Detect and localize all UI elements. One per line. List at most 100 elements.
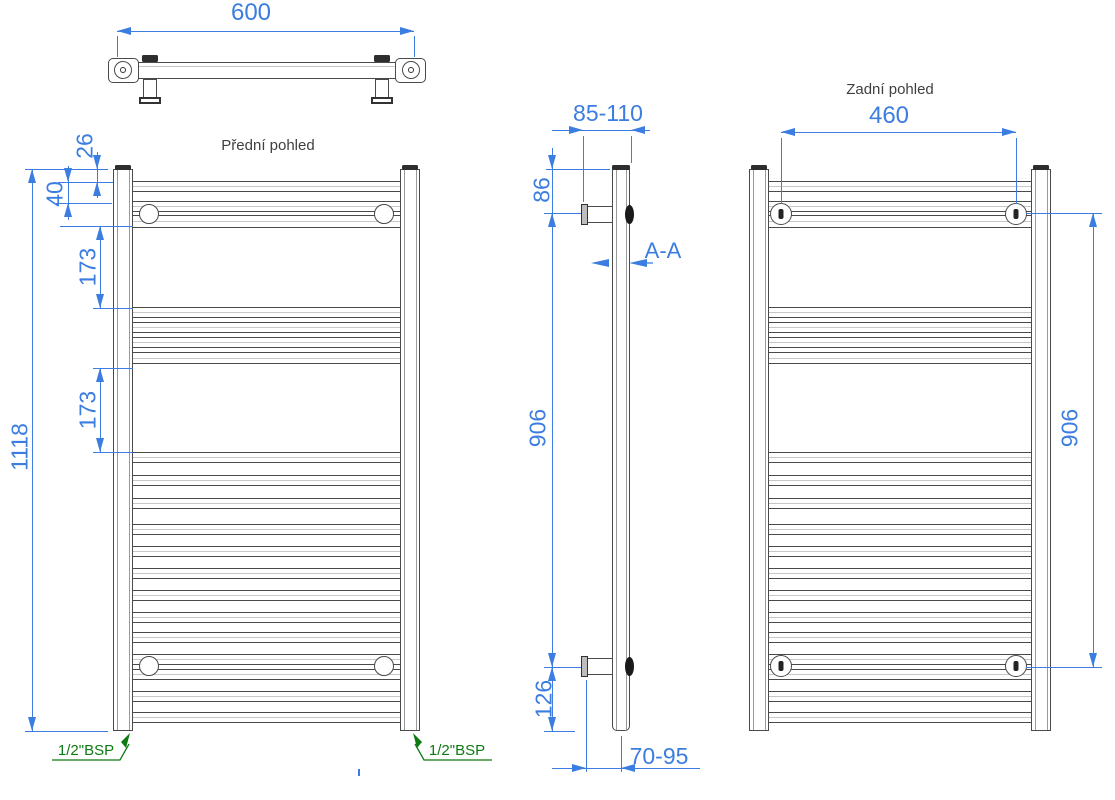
bracket-screw (1013, 209, 1019, 219)
tube-rung (132, 669, 401, 680)
arrowhead (96, 368, 104, 382)
tube-rung (132, 452, 401, 463)
extension-line (586, 680, 587, 772)
top-view-foot-left (139, 97, 161, 104)
dim-front-upper-gap: 40 (41, 181, 68, 207)
connection-label-right: 1/2"BSP (428, 742, 486, 759)
wall-bracket-bottom (585, 658, 613, 675)
tube-rung (768, 546, 1032, 557)
tube-rung (768, 654, 1032, 665)
bracket-circle (374, 204, 394, 224)
arrowhead (28, 717, 36, 731)
wall-plate-top (581, 204, 588, 225)
dim-rear-bracket-spacing-h: 460 (868, 102, 910, 129)
tube-rung (768, 568, 1032, 579)
dim-side-bracket-to-bottom: 126 (530, 679, 557, 719)
tube-rung (132, 612, 401, 623)
extension-line (93, 308, 133, 309)
tube-rung (768, 669, 1032, 680)
bracket-screw (778, 209, 784, 219)
tube-rung (132, 201, 401, 212)
tube-rung (768, 691, 1032, 702)
dim-side-top-to-bracket: 86 (528, 177, 555, 203)
tube-rung (132, 498, 401, 509)
tube-rung (132, 712, 401, 723)
arrowhead (96, 226, 104, 240)
tube-rung (768, 307, 1032, 318)
top-view-stub-right (374, 55, 390, 62)
top-view-leg-right (375, 79, 389, 99)
tube-section-bottom (625, 657, 634, 676)
vertical-column (113, 169, 133, 731)
tube-rung (132, 307, 401, 318)
tube-rung (768, 612, 1032, 623)
dimension-line (32, 169, 33, 731)
arrowhead (548, 653, 556, 667)
top-view-foot-right (371, 97, 393, 104)
vertical-column (400, 169, 420, 731)
dimension-line (552, 148, 553, 731)
top-view-bar-highlight (139, 66, 395, 67)
tube-rung (768, 215, 1032, 228)
arrowhead (1089, 653, 1097, 667)
bracket-screw (1013, 661, 1019, 671)
tube-rung (768, 632, 1032, 643)
arrowhead (631, 126, 645, 134)
column-cap (1033, 165, 1049, 170)
tube-rung (132, 181, 401, 192)
bracket-circle (139, 204, 159, 224)
bracket-screw (778, 661, 784, 671)
extension-line (58, 182, 113, 183)
tube-rung (768, 498, 1032, 509)
dim-top-width: 600 (230, 0, 272, 26)
extension-line (1026, 213, 1102, 214)
top-view-bar (137, 62, 397, 79)
arrowhead (1089, 213, 1097, 227)
extension-line (1016, 138, 1017, 204)
dimension-line (781, 132, 1016, 133)
arrowhead (548, 155, 556, 169)
vertical-column (749, 169, 769, 731)
extension-line (544, 731, 575, 732)
extension-line (546, 169, 610, 170)
dimension-line (552, 130, 650, 131)
dimension-line (97, 152, 98, 198)
tube-rung (768, 524, 1032, 535)
arrowhead (569, 126, 583, 134)
top-view-stub-left (142, 55, 158, 62)
column-cap (751, 165, 767, 170)
side-column (612, 169, 630, 731)
dim-rear-bracket-spacing-v: 906 (1056, 408, 1083, 448)
bracket-circle (374, 656, 394, 676)
tube-rung (132, 590, 401, 601)
dimension-line (1093, 213, 1094, 667)
wall-plate-bottom (581, 656, 588, 677)
extension-line (631, 136, 632, 163)
tube-rung (132, 632, 401, 643)
column-cap (612, 165, 630, 170)
extension-line (621, 736, 622, 772)
connection-label-left: 1/2"BSP (57, 742, 115, 759)
top-view-port-left-center (120, 67, 126, 73)
dim-side-depth-range: 85-110 (573, 100, 643, 126)
section-arrow-left (591, 259, 609, 267)
tube-rung (132, 475, 401, 486)
dimension-line (117, 31, 414, 32)
dim-side-bracket-span: 906 (524, 408, 551, 448)
arrowhead (93, 182, 101, 196)
tube-rung (768, 712, 1032, 723)
tube-rung (768, 452, 1032, 463)
extension-line (1026, 667, 1102, 668)
dimension-line (100, 368, 101, 452)
column-cap (402, 165, 418, 170)
tube-rung (132, 352, 401, 364)
dim-side-wall-distance: 70-95 (629, 743, 689, 769)
arrowhead (96, 294, 104, 308)
arrowhead (548, 213, 556, 227)
arrowhead (548, 717, 556, 731)
arrowhead (64, 168, 72, 182)
tube-rung (132, 322, 401, 333)
tube-rung (132, 691, 401, 702)
arrowhead (93, 155, 101, 169)
